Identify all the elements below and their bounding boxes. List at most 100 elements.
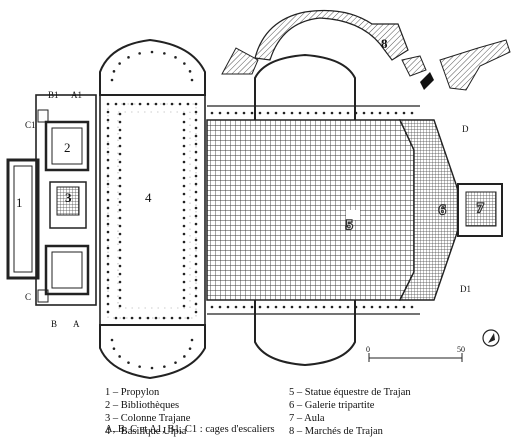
column [154,102,158,106]
column [338,305,342,309]
column [194,310,198,314]
column [130,102,134,106]
column [114,316,118,320]
basilica-ulpia [99,38,206,380]
stair-B: B [51,319,57,329]
column [274,111,278,115]
legend-right: 5 – Statue équestre de Trajan 6 – Galeri… [289,386,411,438]
column [106,190,110,194]
column [138,52,141,55]
plan-labels: 1 2 3 4 5 6 7 8 A A1 B B1 C C1 D D1 [16,36,485,329]
libraries-complex [6,94,97,306]
column [182,224,186,228]
stair-D: D [462,124,469,134]
column [194,158,198,162]
column [106,166,110,170]
column [194,118,198,122]
column [314,111,318,115]
column [106,150,110,154]
column [118,192,122,196]
column [182,216,186,220]
column [118,62,121,65]
column [106,254,110,258]
forum-plan: 1 2 3 4 5 6 7 8 A A1 B B1 C C1 D D1 0 50 [6,9,511,380]
column [182,192,186,196]
column [174,56,177,59]
column [122,102,126,106]
column [338,111,342,115]
column [242,111,246,115]
column [106,286,110,290]
column [106,238,110,242]
column [218,305,222,309]
forum-square [206,53,420,367]
column [182,288,186,292]
column [106,198,110,202]
column [106,214,110,218]
column [188,70,192,73]
column [182,272,186,276]
column [118,264,122,268]
column [194,166,198,170]
column [112,347,116,350]
column [178,102,182,106]
column [190,78,194,82]
column [234,305,238,309]
column [182,296,186,300]
column [182,248,186,252]
column [394,111,398,115]
column [194,238,198,242]
column [106,174,110,178]
column [127,361,130,364]
stairs-note: A, B, C et A1, B1, C1 : cages d'escalier… [105,424,275,435]
column [110,78,114,82]
column [118,152,122,156]
column [118,256,122,260]
column [330,111,334,115]
label-markets: 8 [381,36,388,51]
column [118,240,122,244]
column [226,305,230,309]
column [118,160,122,164]
column [170,102,174,106]
column [378,305,382,309]
column [182,280,186,284]
label-equestrian-statue: 5 [346,217,353,232]
column [226,111,230,115]
column [386,305,390,309]
column [118,288,122,292]
column [194,230,198,234]
column [194,190,198,194]
column [182,136,186,140]
column [182,176,186,180]
legend-item: 4 – Basilique Ulpia [105,426,187,437]
column [138,102,142,106]
north-arrow-icon [482,329,500,347]
column [182,304,186,308]
column [410,305,414,309]
column [118,184,122,188]
column [106,278,110,282]
column [290,305,294,309]
column [402,305,406,309]
column [182,128,186,132]
column [234,111,238,115]
column [106,246,110,250]
stair-A1: A1 [71,90,82,100]
column [282,305,286,309]
column [118,304,122,308]
column [182,184,186,188]
column [138,365,141,368]
scale-bar: 0 50 [366,345,465,362]
column [282,111,286,115]
column [182,256,186,260]
column [182,264,186,268]
column [150,50,154,54]
legend-item: 1 – Propylon [105,387,160,398]
column [182,200,186,204]
column [314,305,318,309]
column [114,102,118,106]
column [106,310,110,314]
column [106,270,110,274]
column [210,111,214,115]
